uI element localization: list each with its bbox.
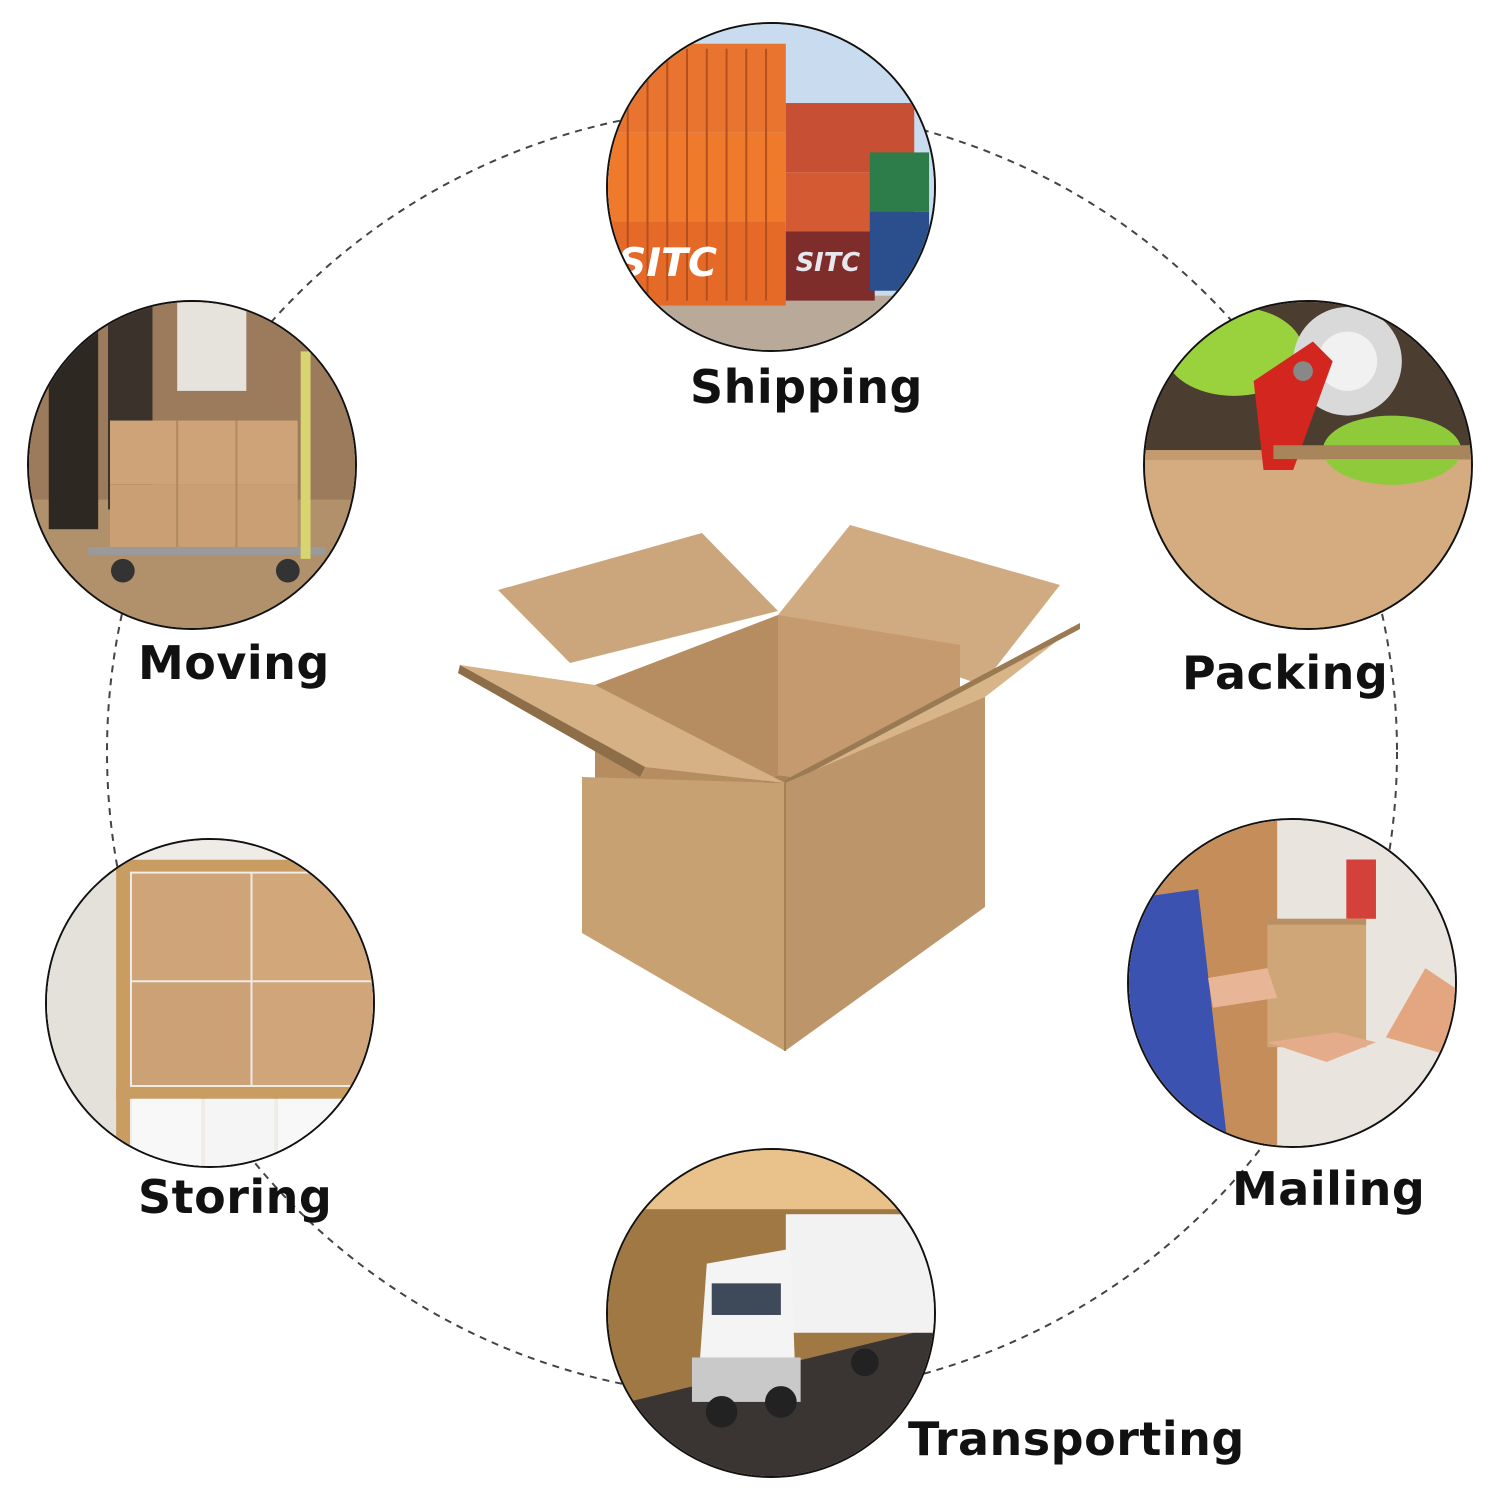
shipping-photo-circle: SITC SITC — [606, 22, 936, 352]
open-cardboard-box-icon — [458, 525, 1080, 1051]
storing-label: Storing — [138, 1170, 333, 1224]
packing-label: Packing — [1182, 646, 1389, 700]
shipping-containers-icon: SITC SITC — [608, 24, 934, 350]
transporting-label: Transporting — [908, 1412, 1245, 1466]
storing-photo-circle — [45, 838, 375, 1168]
semi-truck-icon — [608, 1150, 934, 1476]
shelf-boxes-icon — [47, 840, 373, 1166]
transporting-photo-circle — [606, 1148, 936, 1478]
mailing-label: Mailing — [1232, 1162, 1426, 1216]
handover-box-icon — [1129, 820, 1455, 1146]
tape-dispenser-icon — [1145, 302, 1471, 628]
shipping-label: Shipping — [690, 360, 923, 414]
container-brand-text-2: SITC — [796, 248, 861, 278]
moving-label: Moving — [138, 636, 330, 690]
moving-photo-circle — [27, 300, 357, 630]
packing-photo-circle — [1143, 300, 1473, 630]
hand-truck-icon — [29, 302, 355, 628]
mailing-photo-circle — [1127, 818, 1457, 1148]
